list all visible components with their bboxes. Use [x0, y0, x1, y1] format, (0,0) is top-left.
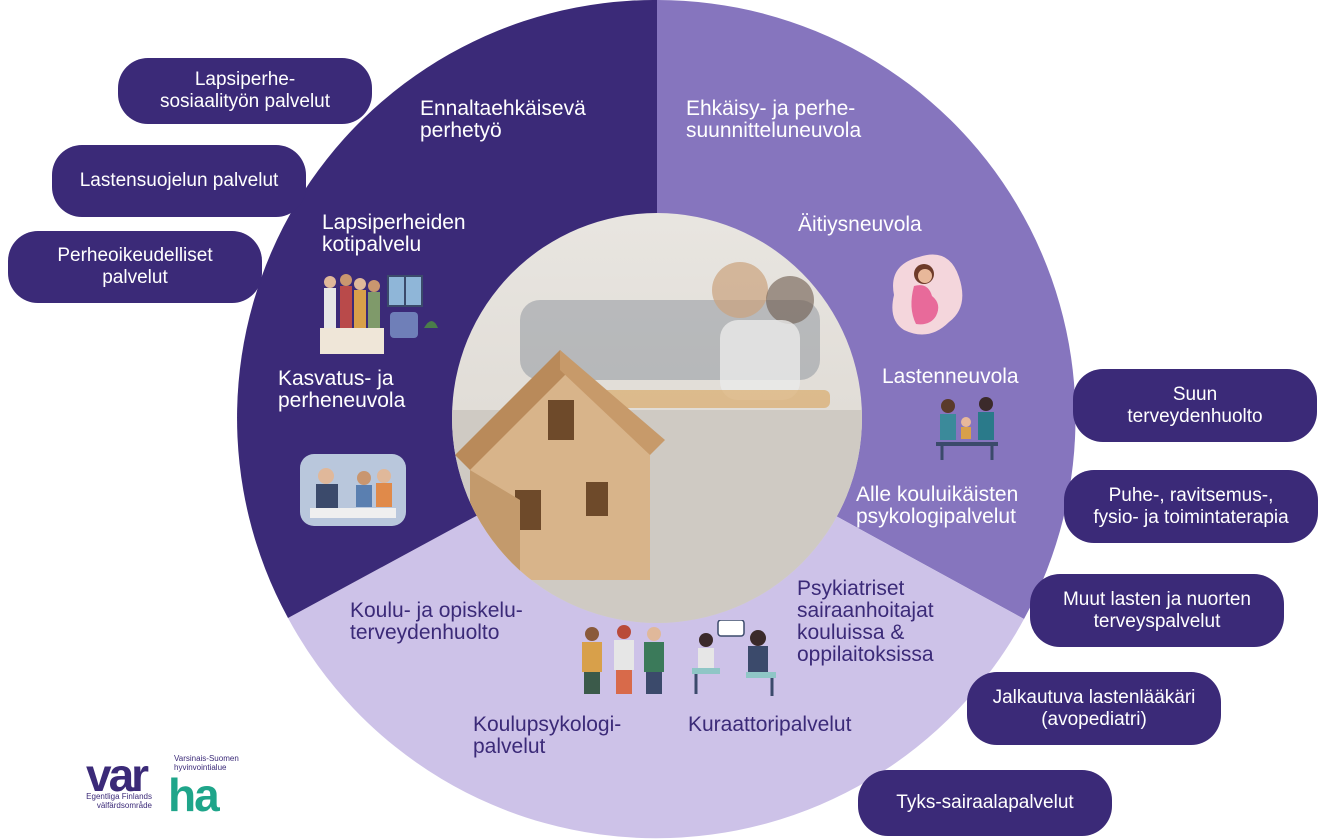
- pill-tyks-sairaalapalvelut: Tyks-sairaalapalvelut: [858, 770, 1112, 836]
- house-photo: [452, 213, 862, 623]
- logo-swedish-name: Egentliga Finlands välfärdsområde: [86, 792, 152, 810]
- logo-finnish-name: Varsinais-Suomen hyvinvointialue: [174, 754, 239, 772]
- pill-perheoikeudelliset: Perheoikeudelliset palvelut: [8, 231, 262, 303]
- varha-logo: var ha Varsinais-Suomen hyvinvointialue …: [70, 748, 270, 821]
- label-alle-kouluikaisten-psykologipalvelut: Alle kouluikäisten psykologipalvelut: [856, 483, 1019, 528]
- logo-var-text: var: [86, 749, 149, 801]
- pill-lapsiperhe-sosiaalityo: Lapsiperhe- sosiaalityön palvelut: [118, 58, 372, 124]
- logo-ha-text: ha: [168, 769, 220, 821]
- pill-muut-terveyspalvelut: Muut lasten ja nuorten terveyspalvelut: [1030, 574, 1284, 647]
- label-koulupsykologipalvelut: Koulupsykologi- palvelut: [473, 713, 622, 758]
- label-koulu-opiskeluterveydenhuolto: Koulu- ja opiskelu- terveydenhuolto: [350, 599, 523, 644]
- label-lapsiperheiden-kotipalvelu: Lapsiperheiden kotipalvelu: [322, 211, 466, 256]
- pill-lastensuojelu: Lastensuojelun palvelut: [52, 145, 306, 217]
- pill-puhe-ravitsemus-terapia: Puhe-, ravitsemus-, fysio- ja toimintate…: [1064, 470, 1318, 543]
- counseling-meeting-icon: [300, 454, 406, 526]
- label-kasvatus-perheneuvola: Kasvatus- ja perheneuvola: [278, 367, 406, 412]
- label-ennaltaehkaiseva-perhetyo: Ennaltaehkäisevä perhetyö: [420, 97, 586, 142]
- label-lastenneuvola: Lastenneuvola: [882, 365, 1019, 388]
- label-psykiatriset-sairaanhoitajat: Psykiatriset sairaanhoitajat kouluissa &…: [797, 577, 934, 666]
- label-aitiysneuvola: Äitiysneuvola: [798, 213, 922, 236]
- label-kuraattoripalvelut: Kuraattoripalvelut: [688, 713, 852, 736]
- label-ehkaisy-perhesuunnitteluneuvola: Ehkäisy- ja perhe- suunnitteluneuvola: [686, 97, 862, 142]
- family-group-icon: [320, 274, 438, 354]
- students-icon: [582, 625, 664, 694]
- pill-suun-terveydenhuolto: Suun terveydenhuolto: [1073, 369, 1317, 442]
- pregnant-woman-icon: [892, 254, 963, 335]
- child-clinic-icon: [936, 397, 998, 460]
- conversation-icon: [692, 620, 776, 696]
- pill-jalkautuva-lastenlaakari: Jalkautuva lastenlääkäri (avopediatri): [967, 672, 1221, 745]
